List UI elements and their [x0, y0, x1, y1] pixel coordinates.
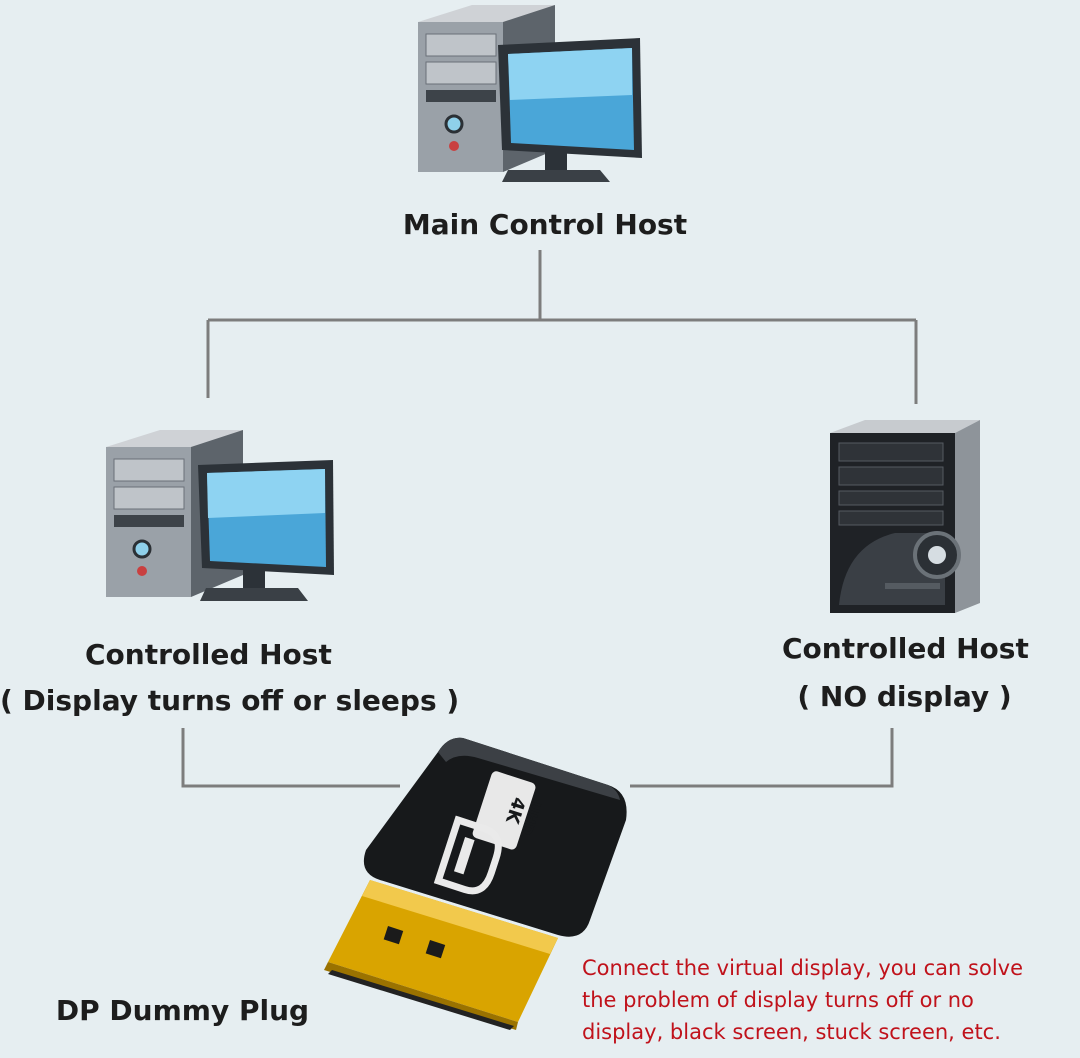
description-line-1: Connect the virtual display, you can sol…	[582, 956, 1024, 980]
left-host-title: Controlled Host	[85, 638, 332, 671]
main-host-label: Main Control Host	[402, 208, 688, 241]
right-host-title: Controlled Host	[782, 632, 1029, 665]
dp-dummy-plug-label: DP Dummy Plug	[55, 994, 310, 1027]
main-desktop-computer-icon	[418, 5, 642, 182]
left-host-subtitle: ( Display turns off or sleeps )	[0, 684, 460, 717]
displayport-logo-icon	[433, 815, 502, 895]
right-to-plug-line	[630, 728, 894, 788]
description-line-3: display, black screen, stuck screen, etc…	[582, 1020, 1001, 1044]
right-tower-case-icon	[830, 420, 980, 613]
right-host-subtitle: ( NO display )	[797, 680, 1012, 713]
dp-dummy-plug-icon: UHD 4K	[324, 737, 627, 1030]
left-to-plug-line	[181, 728, 400, 788]
left-desktop-computer-icon	[106, 430, 334, 601]
description-line-2: the problem of display turns off or no	[582, 988, 974, 1012]
